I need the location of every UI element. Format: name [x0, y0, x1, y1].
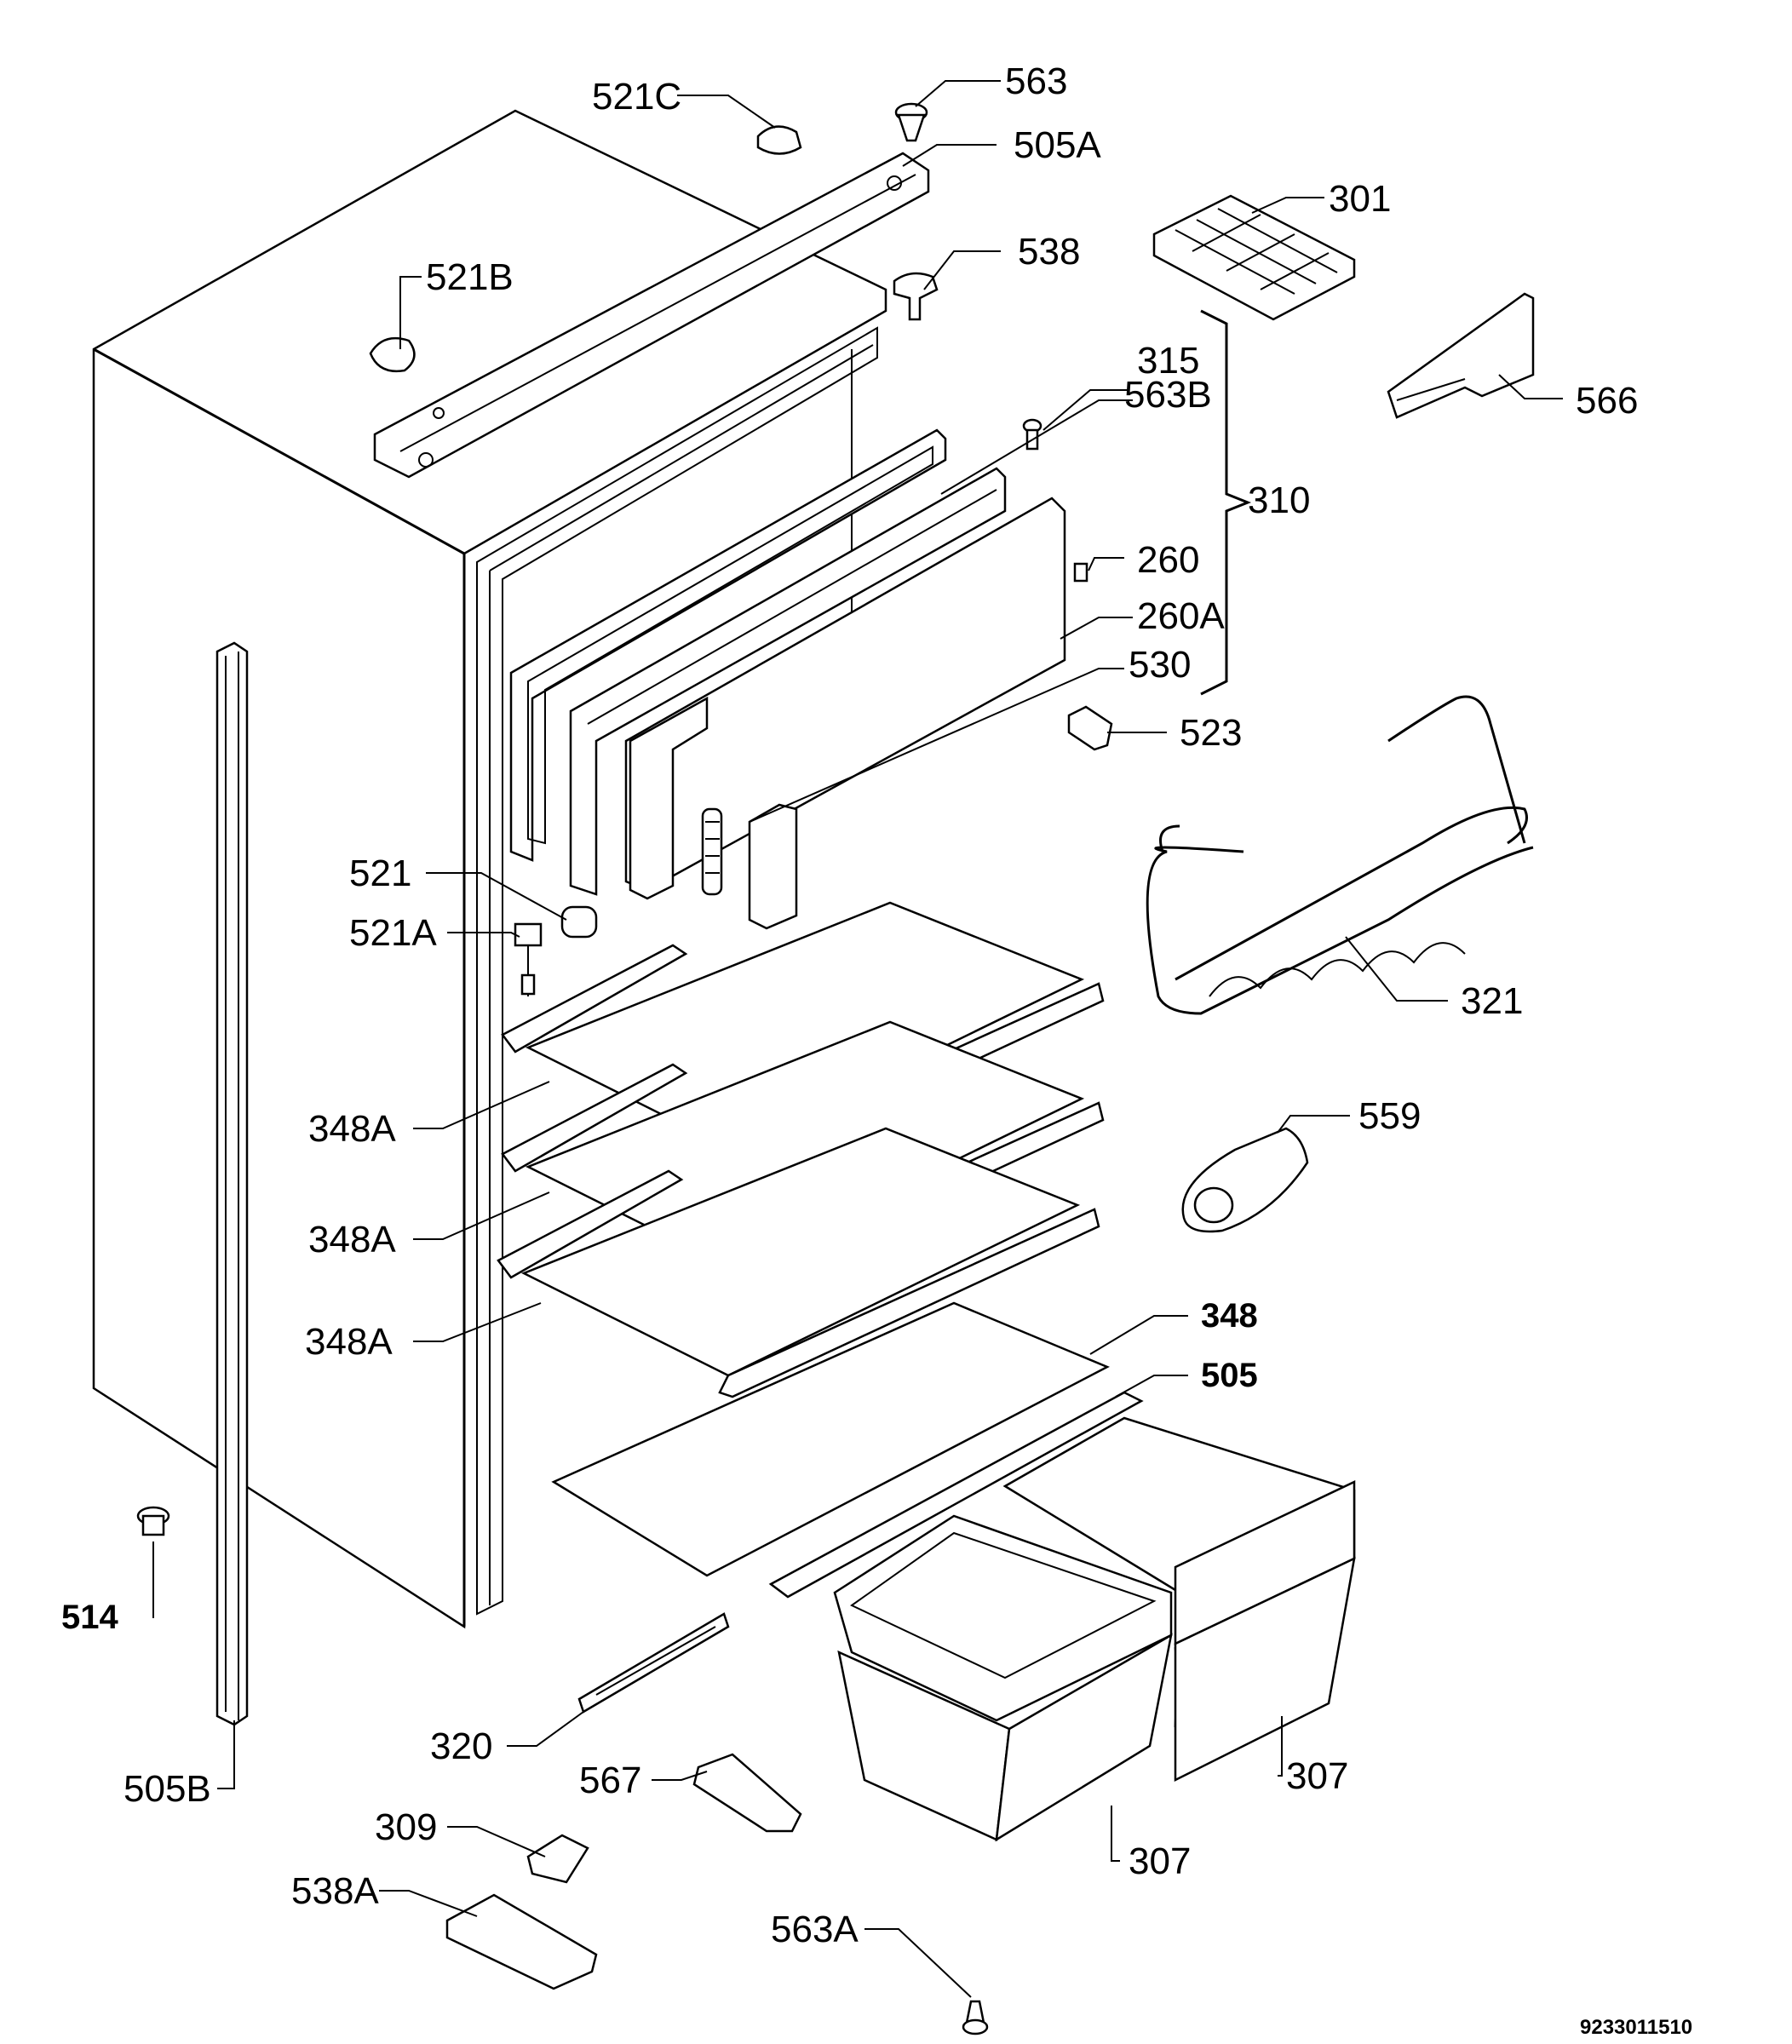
label-521b: 521B — [426, 256, 514, 298]
freezer-door-inner-310 — [569, 467, 1007, 896]
hinge-spring — [701, 807, 723, 896]
hinge-pin-521a — [514, 922, 543, 996]
label-320: 320 — [430, 1725, 492, 1767]
shelf-348 — [551, 1301, 1110, 1577]
crisper-307-left — [833, 1514, 1173, 1842]
egg-holder-559 — [1181, 1127, 1309, 1233]
label-348: 348 — [1201, 1297, 1258, 1335]
cabinet-body — [92, 109, 887, 1629]
label-310: 310 — [1248, 479, 1310, 521]
label-566: 566 — [1576, 380, 1638, 422]
hinge-521 — [560, 905, 598, 939]
hinge-bracket-538a — [445, 1893, 598, 1990]
label-348a-3: 348A — [305, 1321, 393, 1363]
bottle-rack-321 — [1146, 695, 1534, 1015]
label-514: 514 — [61, 1599, 118, 1636]
foot-514 — [136, 1506, 170, 1536]
trim-strip-505 — [768, 1391, 1144, 1599]
label-538a: 538A — [291, 1870, 379, 1912]
freezer-door-panel-260 — [624, 497, 1066, 900]
label-505a: 505A — [1014, 124, 1101, 166]
label-307-1: 307 — [1286, 1755, 1348, 1797]
hinge-rail-505a — [373, 152, 930, 479]
clip-260 — [1073, 562, 1088, 583]
label-567: 567 — [579, 1760, 641, 1801]
label-563b: 563B — [1124, 374, 1212, 416]
label-530: 530 — [1129, 644, 1191, 686]
label-559: 559 — [1358, 1095, 1421, 1137]
label-563: 563 — [1005, 60, 1067, 102]
hinge-cap-521c — [756, 125, 802, 155]
ice-tray-301 — [1152, 194, 1356, 321]
label-348a-2: 348A — [308, 1219, 396, 1260]
label-307-2: 307 — [1129, 1840, 1191, 1882]
part-labels: 521C 563 505A 301 521B 538 315 563B 566 … — [61, 60, 1692, 2039]
label-315: 315 — [1137, 340, 1199, 382]
shelf-348a-3 — [497, 1127, 1100, 1398]
label-309: 309 — [375, 1806, 437, 1848]
drawing-number: 9233011510 — [1580, 2016, 1692, 2039]
label-505b: 505B — [123, 1768, 211, 1810]
label-521: 521 — [349, 853, 411, 894]
label-260a: 260A — [1137, 595, 1225, 637]
cover-309 — [526, 1834, 589, 1884]
label-505: 505 — [1201, 1357, 1258, 1394]
label-301: 301 — [1329, 178, 1391, 220]
scraper-566 — [1387, 292, 1535, 419]
lamp-holder-523 — [1067, 705, 1113, 751]
door-seal-505b — [215, 641, 249, 1726]
leader-lines — [152, 80, 1563, 1998]
hinge-538 — [893, 272, 939, 321]
screw-563a — [962, 2000, 989, 2035]
freezer-door-315 — [509, 428, 947, 862]
bracket-567 — [692, 1753, 802, 1833]
label-348a-1: 348A — [308, 1108, 396, 1150]
screw-563b — [1022, 418, 1042, 451]
label-321: 321 — [1461, 980, 1523, 1022]
label-521c: 521C — [592, 76, 681, 118]
rail-320 — [577, 1612, 730, 1714]
label-523: 523 — [1180, 712, 1242, 754]
label-260: 260 — [1137, 539, 1199, 581]
hinge-cap-521b — [369, 336, 416, 373]
label-538: 538 — [1018, 231, 1080, 273]
crisper-307-right — [1002, 1416, 1356, 1783]
label-521a: 521A — [349, 912, 437, 954]
screw-563 — [894, 102, 928, 142]
label-563a: 563A — [771, 1909, 859, 1950]
door-handle-530 — [748, 803, 798, 930]
